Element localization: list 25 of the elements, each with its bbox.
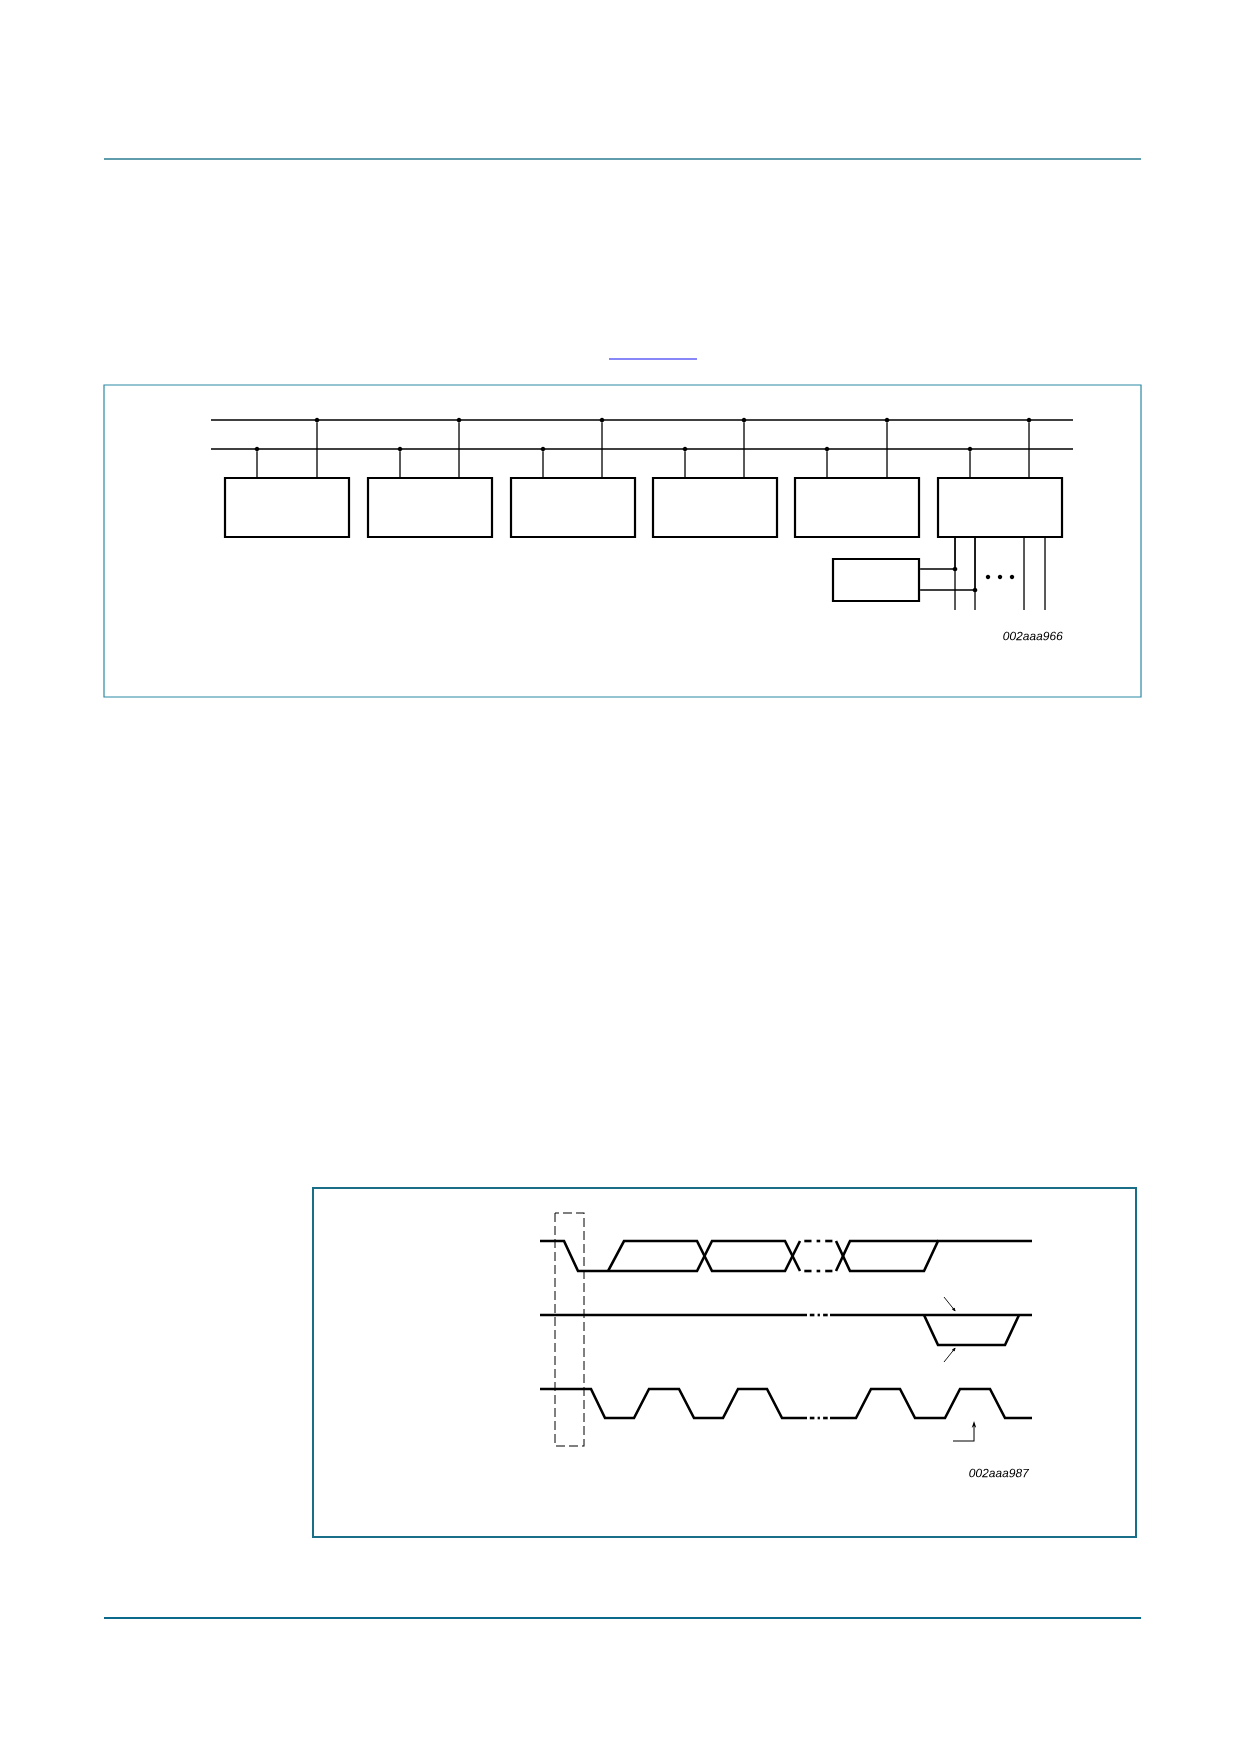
figure-id: 002aaa987 bbox=[969, 1468, 1030, 1478]
block-box bbox=[793, 476, 921, 539]
connector-line bbox=[684, 450, 686, 478]
figure-id: 002aaa966 bbox=[1003, 631, 1063, 641]
connector-line bbox=[1028, 421, 1030, 478]
block-box bbox=[936, 476, 1064, 539]
connector-line bbox=[886, 421, 888, 478]
block-box bbox=[366, 476, 494, 539]
connector-line bbox=[458, 421, 460, 478]
block-box bbox=[831, 557, 921, 603]
connector-line bbox=[919, 537, 956, 570]
connector-line bbox=[316, 421, 318, 478]
connector-line bbox=[919, 537, 976, 591]
connector-line bbox=[256, 450, 258, 478]
block-box bbox=[223, 476, 351, 539]
signal-line bbox=[1044, 537, 1046, 611]
connector-line bbox=[542, 450, 544, 478]
block-box bbox=[651, 476, 779, 539]
block-box bbox=[509, 476, 637, 539]
connector-line bbox=[969, 450, 971, 478]
connector-line bbox=[399, 450, 401, 478]
connector-line bbox=[743, 421, 745, 478]
connector-line bbox=[826, 450, 828, 478]
signal-line bbox=[1023, 537, 1025, 611]
connector-line bbox=[601, 421, 603, 478]
